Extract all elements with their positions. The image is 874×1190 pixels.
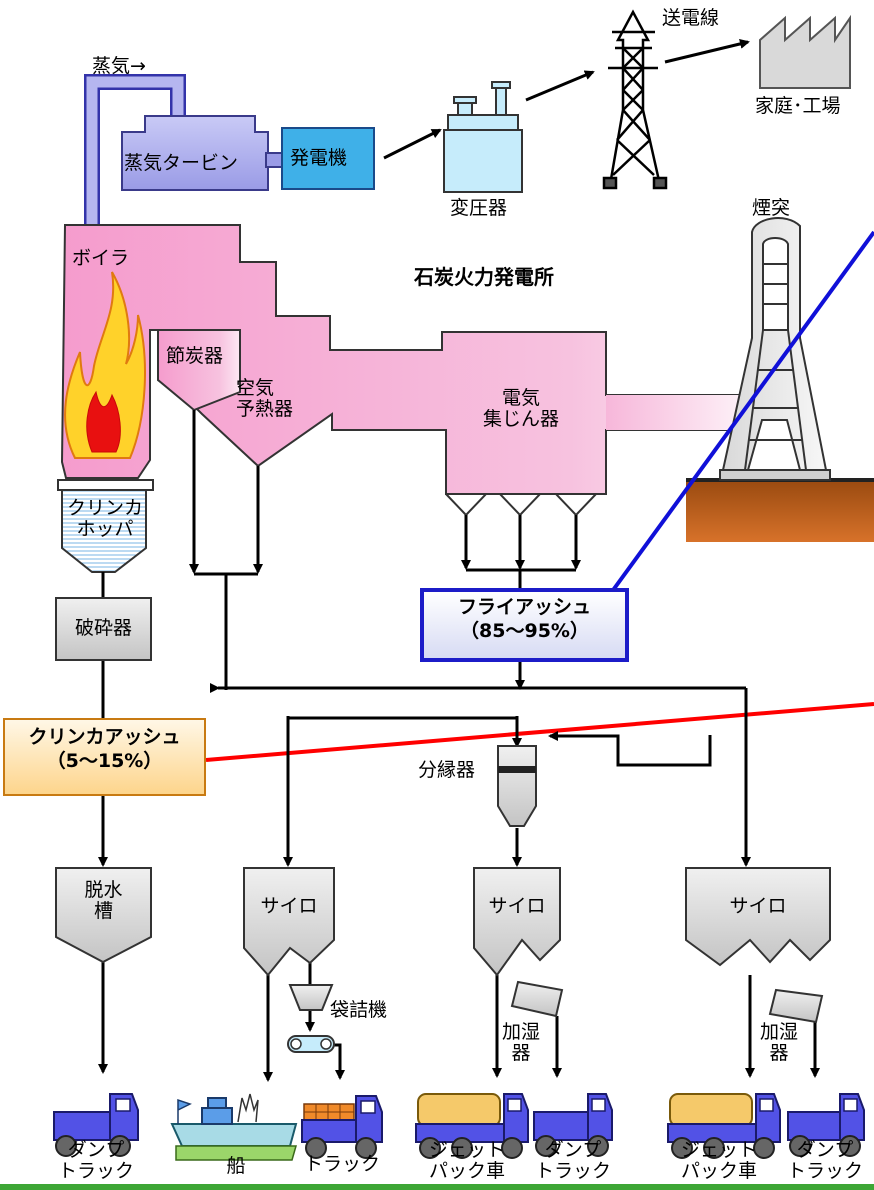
dewatering-tank (55, 867, 152, 964)
truck-icon (301, 1095, 383, 1159)
esp-label: 電気 集じん器 (482, 387, 559, 431)
silo-1-label: サイロ (260, 895, 318, 917)
fly-ash-name: フライアッシュ (457, 596, 591, 618)
humidifier-1 (510, 980, 564, 1018)
air-preheater-label: 空気 予熱器 (236, 377, 294, 421)
silo-3-label: サイロ (729, 895, 787, 917)
dump-truck-icon (533, 1093, 613, 1157)
truck-label: トラック (303, 1153, 380, 1175)
fly-ash-ratio: （85～95%） (460, 619, 589, 642)
steam-turbine (121, 115, 285, 191)
ship-icon (170, 1093, 298, 1161)
crusher-box (55, 597, 152, 661)
dump-truck-2-label: ダンプ トラック (534, 1139, 611, 1183)
jet-pack-1-label: ジェット パック車 (428, 1139, 505, 1183)
clinker-ash-name: クリンカアッシュ (28, 726, 181, 748)
steam-turbine-label: 蒸気タービン (124, 152, 239, 174)
home-factory-label: 家庭･工場 (755, 95, 841, 117)
steam-pipe (84, 74, 186, 230)
dump-truck-1-label: ダンプ トラック (57, 1139, 134, 1183)
boiler-label: ボイラ (72, 247, 130, 269)
steam-arrow-label: 蒸気→ (92, 55, 146, 77)
chimney (686, 217, 874, 542)
clinker-hopper-label: クリンカ ホッパ (66, 497, 143, 541)
transformer (443, 81, 523, 193)
clinker-hopper (57, 479, 154, 573)
silo-3 (685, 867, 831, 967)
boiler-flue-body (60, 224, 746, 517)
classifier-label: 分縁器 (418, 759, 476, 781)
ship-label: 船 (226, 1155, 246, 1177)
power-tower (602, 9, 668, 190)
generator-box (281, 127, 375, 190)
red-leader-line (205, 702, 874, 762)
dump-truck-3-label: ダンプ トラック (786, 1139, 863, 1183)
humidifier-2-label: 加湿 器 (759, 1021, 798, 1065)
jet-pack-truck-icon (415, 1093, 529, 1159)
bottom-bar (0, 1184, 874, 1190)
power-line-label: 送電線 (662, 7, 720, 29)
economizer-label: 節炭器 (166, 345, 224, 367)
jet-pack-truck-icon (667, 1093, 781, 1159)
blue-leader-line (598, 230, 874, 610)
top-arrows (383, 39, 750, 160)
silo-1 (243, 867, 335, 977)
fly-ash-box: フライアッシュ （85～95%） (420, 588, 629, 662)
clinker-ash-ratio: （5～15%） (46, 749, 163, 772)
dewatering-tank-label: 脱水 槽 (84, 879, 123, 923)
clinker-ash-box: クリンカアッシュ （5～15%） (3, 718, 206, 796)
silo-2-label: サイロ (488, 895, 546, 917)
factory-icon (759, 14, 851, 89)
humidifier-2 (768, 988, 824, 1024)
bagging-machine-label: 袋詰機 (330, 999, 388, 1021)
dump-truck-icon (53, 1093, 139, 1157)
flow-lines (98, 410, 820, 1082)
page-title: 石炭火力発電所 (414, 265, 554, 289)
jet-pack-2-label: ジェット パック車 (680, 1139, 757, 1183)
transformer-label: 変圧器 (450, 197, 508, 219)
chimney-label: 煙突 (752, 197, 791, 219)
humidifier-1-label: 加湿 器 (501, 1021, 540, 1065)
silo-2 (473, 867, 561, 977)
generator-label: 発電機 (290, 147, 348, 169)
flame-icon (64, 271, 146, 459)
bagging-machine (288, 984, 334, 1011)
dump-truck-icon (787, 1093, 865, 1157)
classifier (497, 745, 537, 827)
crusher-label: 破砕器 (74, 617, 132, 639)
conveyor (287, 1035, 335, 1053)
